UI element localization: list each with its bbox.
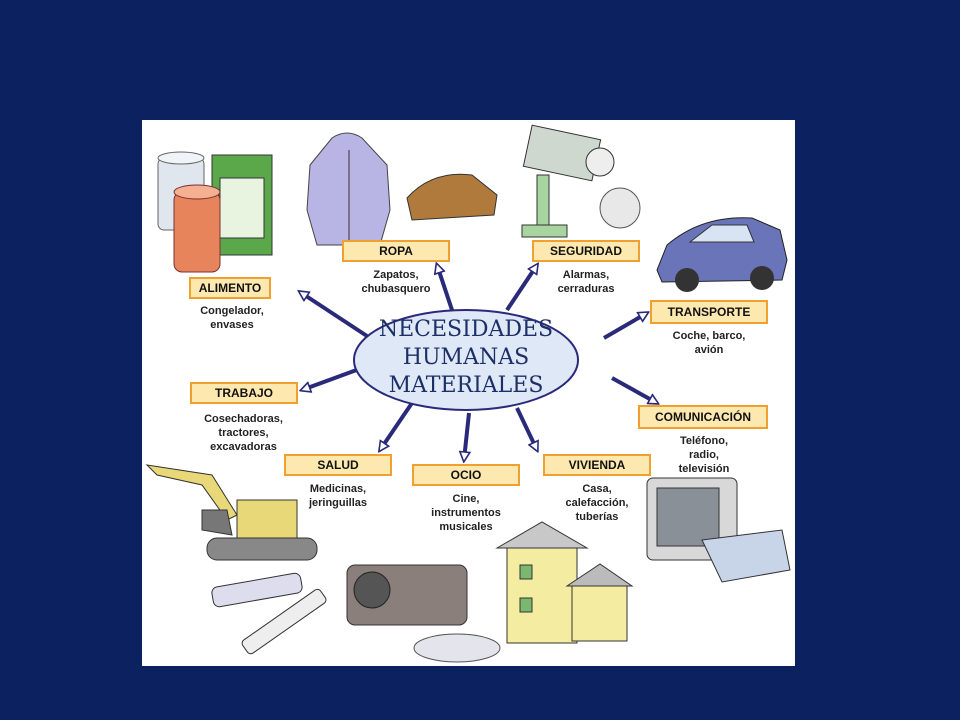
arrows [300,265,657,460]
arrow-salud [380,401,414,450]
camera-and-lock-icon [521,124,641,238]
arrow-seguridad [505,265,537,312]
examples-ocio: Cine, instrumentos musicales [431,493,501,533]
examples-comunicacion: Teléfono, radio, televisión [678,435,730,475]
jacket-and-shoe-icon [306,132,498,246]
box-comunicacion: COMUNICACIÓN [638,405,768,429]
examples-ropa: Zapatos, chubasquero [361,269,431,295]
examples-vivienda: Casa, calefacción, tuberías [565,483,629,523]
examples-salud: Medicinas, jeringuillas [308,483,368,509]
arrow-ocio [464,412,471,460]
examples-trabajo: Cosechadoras, tractores, excavadoras [204,413,283,453]
box-alimento: ALIMENTO [189,277,271,299]
diagram-canvas [145,124,791,663]
examples-alimento: Congelador, envases [200,305,264,331]
tv-and-phone-icon [646,477,791,583]
center-title: NECESIDADES HUMANAS MATERIALES [378,317,554,398]
arrow-vivienda [515,407,537,450]
arrow-trabajo [302,366,363,390]
center-ellipse [353,309,579,411]
car-icon [656,217,788,292]
examples-transporte: Coche, barco, avión [672,330,746,356]
arrow-comunicacion [611,376,657,403]
box-salud: SALUD [284,454,392,476]
excavator-icon [145,464,318,561]
diagram-panel: NECESIDADES HUMANAS MATERIALES ALIMENTO … [142,120,795,666]
box-ocio: OCIO [412,464,520,486]
box-ropa: ROPA [342,240,450,262]
food-cans-icon [157,151,273,273]
camera-and-disc-icon [346,564,501,663]
box-vivienda: VIVIENDA [543,454,651,476]
examples-seguridad: Alarmas, cerraduras [557,269,615,295]
arrow-alimento [300,292,372,340]
house-icon [495,521,634,644]
box-transporte: TRANSPORTE [650,300,768,324]
box-trabajo: TRABAJO [190,382,298,404]
box-seguridad: SEGURIDAD [532,240,640,262]
arrow-transporte [602,313,647,340]
arrow-ropa [437,265,454,311]
syringe-icon [211,572,327,655]
